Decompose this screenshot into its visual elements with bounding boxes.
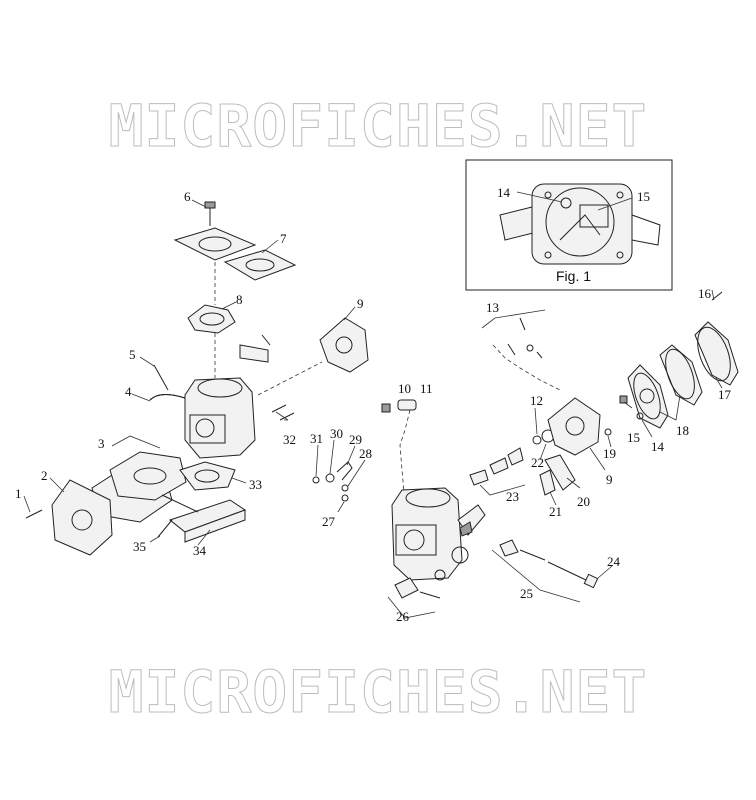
callout-12: 12	[530, 393, 543, 408]
callout-18: 18	[676, 423, 689, 438]
inset-callout-14: 14	[497, 185, 510, 200]
center-carburetor-assembly	[381, 309, 613, 619]
callout-14: 14	[651, 439, 664, 454]
right-diaphragm-stack	[619, 289, 739, 438]
callout-9-right: 9	[606, 472, 613, 487]
callout-30: 30	[330, 426, 343, 441]
callout-17: 17	[718, 387, 731, 402]
callout-34: 34	[193, 543, 206, 558]
inset-frame	[465, 159, 673, 291]
watermark-top: MICROFICHES.NET	[108, 92, 648, 161]
inset-carb-drawing	[499, 183, 661, 265]
callout-1: 1	[15, 486, 22, 501]
callout-15: 15	[627, 430, 640, 445]
callout-23: 23	[506, 489, 519, 504]
callout-10: 10	[398, 381, 411, 396]
callout-4: 4	[125, 384, 132, 399]
callout-5: 5	[129, 347, 136, 362]
callout-22: 22	[531, 455, 544, 470]
callout-19: 19	[603, 446, 616, 461]
callout-16: 16	[698, 286, 711, 301]
callout-2: 2	[41, 468, 48, 483]
callout-27: 27	[322, 514, 335, 529]
callout-6: 6	[184, 189, 191, 204]
left-carburetor-assembly	[23, 199, 369, 556]
callout-7: 7	[280, 231, 287, 246]
callout-9-left: 9	[357, 296, 364, 311]
watermark-bottom: MICROFICHES.NET	[108, 658, 648, 727]
inset-callout-15: 15	[637, 189, 650, 204]
callout-26: 26	[396, 609, 409, 624]
callout-33: 33	[249, 477, 262, 492]
callout-11: 11	[420, 381, 433, 396]
callout-8: 8	[236, 292, 243, 307]
callout-25: 25	[520, 586, 533, 601]
callout-3: 3	[98, 436, 105, 451]
callout-24: 24	[607, 554, 620, 569]
callout-29: 29	[349, 432, 362, 447]
callout-32: 32	[283, 432, 296, 447]
callout-20: 20	[577, 494, 590, 509]
callout-28: 28	[359, 446, 372, 461]
callout-21: 21	[549, 504, 562, 519]
callout-35: 35	[133, 539, 146, 554]
callout-31: 31	[310, 431, 323, 446]
callout-13: 13	[486, 300, 499, 315]
inset-caption: Fig. 1	[556, 268, 592, 284]
